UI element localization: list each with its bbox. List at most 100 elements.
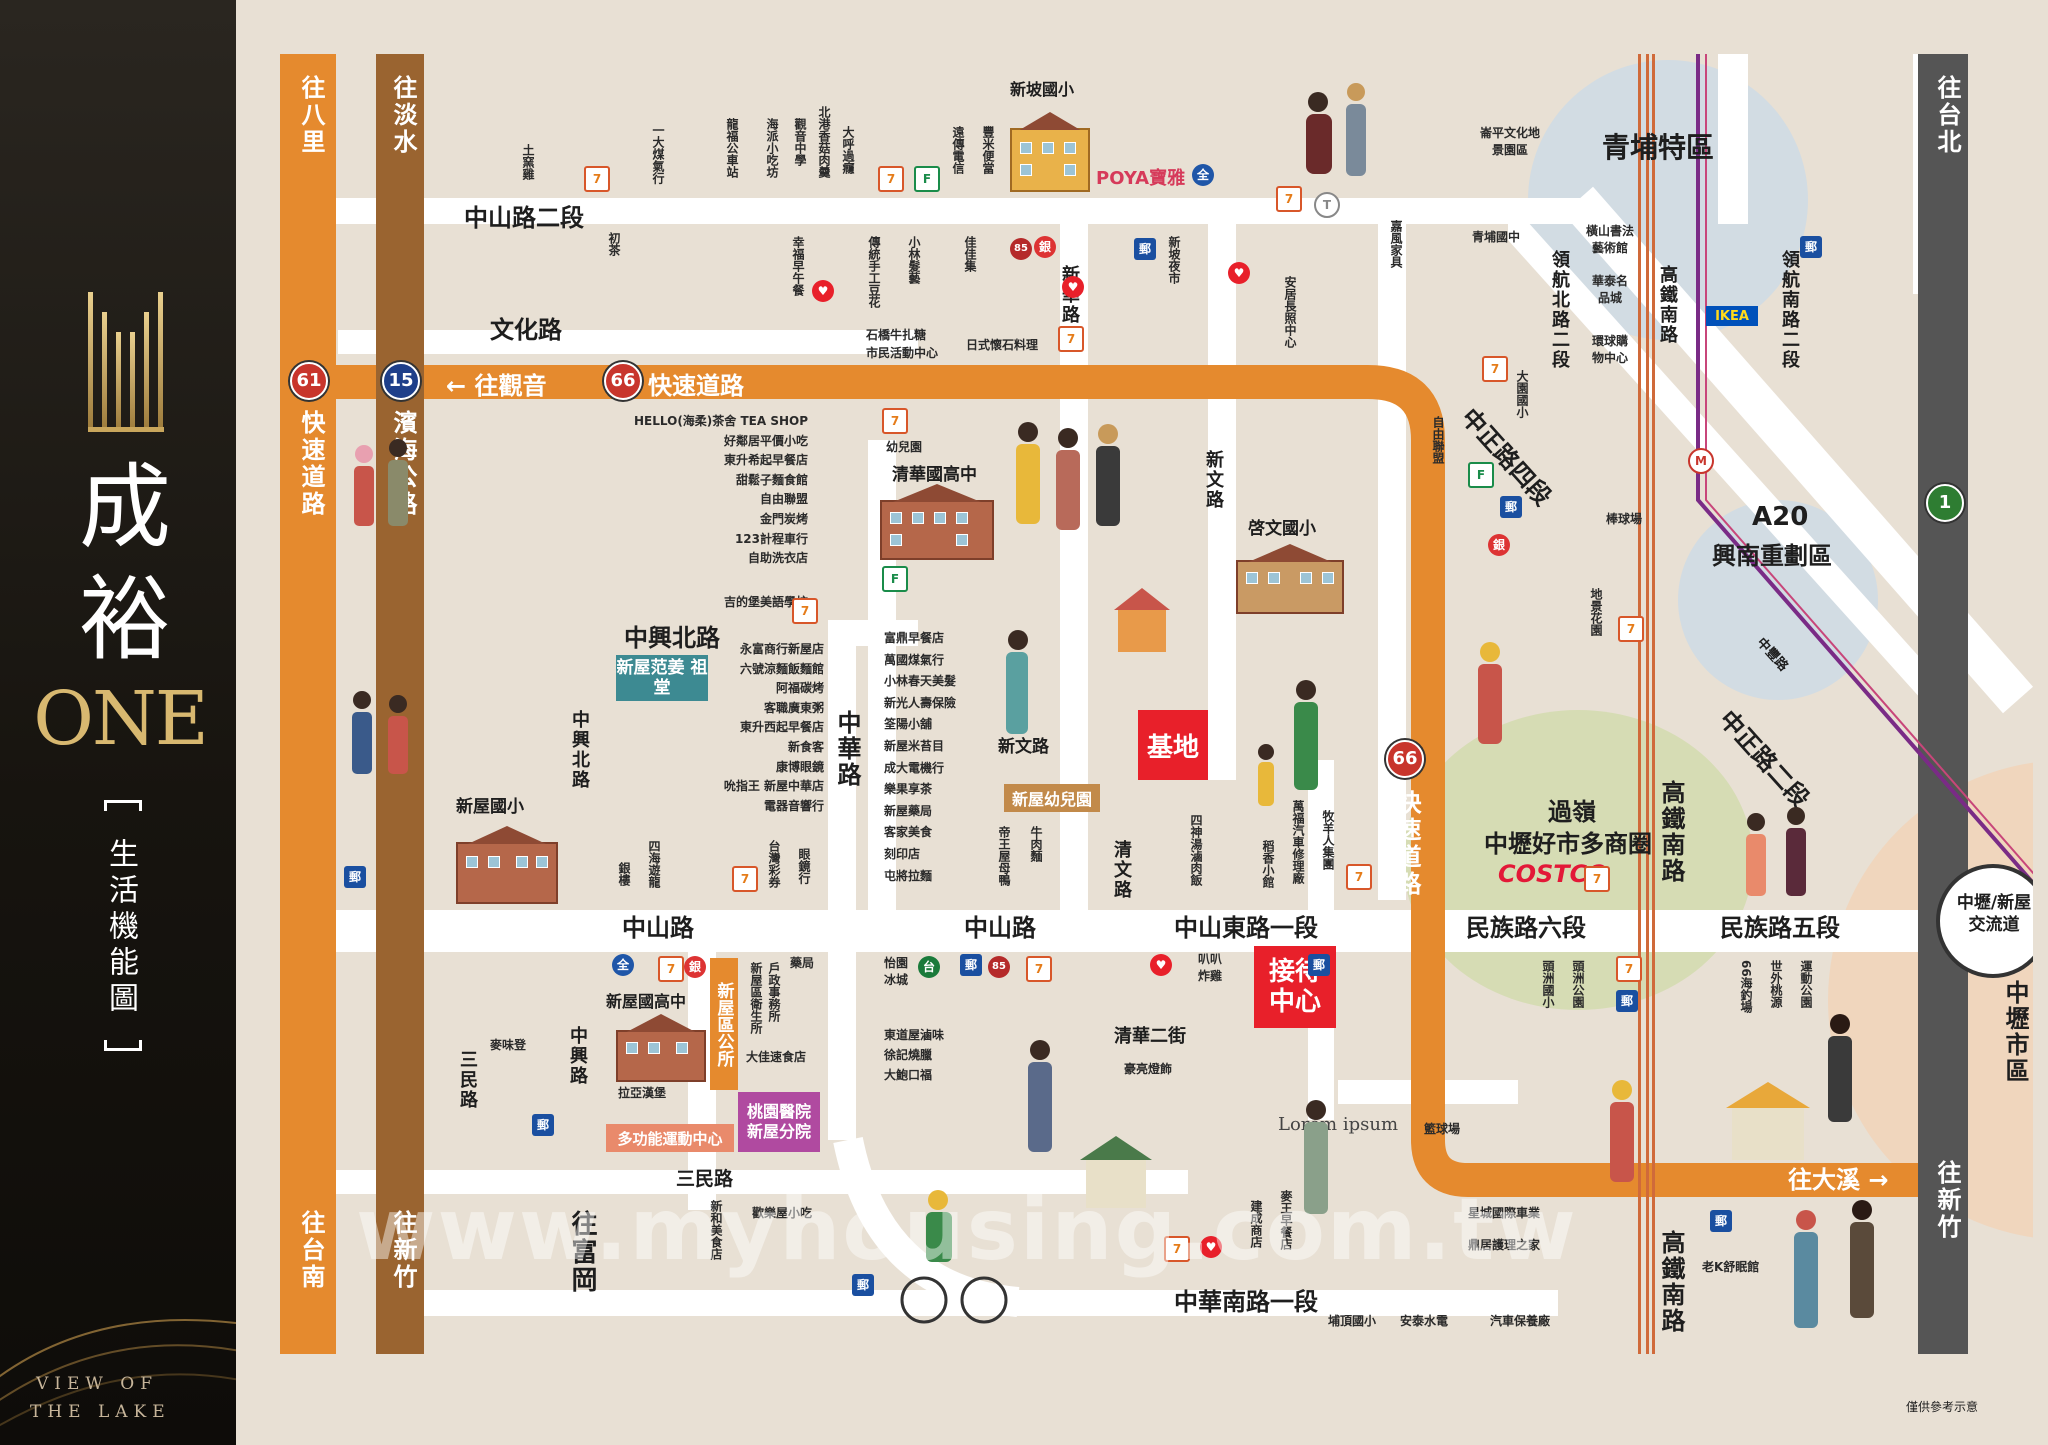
poi-bottom-h: 籃球場: [1424, 1122, 1461, 1136]
hilife-icon: ♥: [1150, 954, 1172, 976]
poi-item: 新屋米苔目: [884, 738, 945, 753]
poi-bottom-v: 新和美食店: [709, 1200, 723, 1260]
hilife-icon: ♥: [1062, 276, 1084, 298]
seven-eleven-icon: 7: [1616, 956, 1642, 982]
poi-list-right: 富鼎早餐店 萬國煤氣行 小林春天美髮 新光人壽保險 筌陽小舖 新屋米苔目 成大電…: [884, 628, 1034, 887]
chinese-post-icon: 銀: [1488, 534, 1510, 556]
poi-item: 新屋藥局: [884, 803, 933, 818]
family-mart-icon: F: [1468, 462, 1494, 488]
poi-item: 甜鬆子麵食館: [735, 472, 808, 487]
post-office-icon: 郵: [532, 1114, 554, 1136]
qinghua-hs-label: 清華國高中: [892, 465, 977, 485]
road-zhonghua: 中華路: [833, 710, 861, 788]
seven-eleven-icon: 7: [1164, 1236, 1190, 1262]
dir-taipei: 往台北: [1933, 75, 1961, 156]
poi-bottom-h: 埔頂國小: [1328, 1314, 1377, 1328]
dir-fugang: 往富岡: [567, 1210, 597, 1294]
poi-top-v: 傳統手工豆花: [867, 236, 881, 308]
poi-qingpu: 崙平文化地景園區: [1480, 126, 1541, 157]
poi-item: 萬國煤氣行: [884, 652, 945, 667]
poi-qingpu: 棒球場: [1606, 512, 1643, 526]
poi-bottom-h: 老K舒眠館: [1702, 1260, 1760, 1274]
poi-bottom-v: 麥王早餐店: [1279, 1190, 1293, 1250]
poi-bottom-v: 牧羊人集團: [1321, 810, 1335, 870]
road-zhongshan: 中山路: [622, 914, 694, 942]
road-lingfang-north-2: 領航北路二段: [1549, 250, 1570, 370]
family-mart-icon: F: [914, 166, 940, 192]
poi-top-h: 幼兒園: [886, 440, 923, 454]
seven-eleven-icon: 7: [882, 408, 908, 434]
road-zhongxing-north: 中興北路: [624, 624, 720, 652]
ikea-logo: IKEA: [1706, 306, 1758, 326]
poi-bottom-v: 牛肉麵: [1029, 826, 1043, 862]
poi-item: 康博眼鏡: [775, 759, 824, 774]
district-a20: A20: [1752, 502, 1809, 532]
xinwu-kindergarten: 新屋幼兒園: [1004, 784, 1100, 812]
poi-bottom-h: 鼎居護理之家: [1468, 1238, 1541, 1252]
poi-bottom-v: 建成商店: [1249, 1200, 1263, 1248]
brand-title: 成裕: [78, 454, 171, 673]
eight5-icon: 85: [988, 956, 1010, 978]
road-xinwen-h: 新文路: [998, 737, 1049, 757]
poi-bottom-v: 萬福汽車修理廠: [1291, 800, 1305, 884]
seven-eleven-icon: 7: [1618, 616, 1644, 642]
seven-eleven-icon: 7: [1584, 866, 1610, 892]
poi-bottom-v: 運動公園: [1799, 960, 1813, 1008]
post-office-icon: 郵: [1800, 236, 1822, 258]
poi-item: 屯將拉麵: [884, 868, 933, 883]
post-office-icon: 郵: [1710, 1210, 1732, 1232]
poi-bottom-v: 稻香小館: [1261, 840, 1275, 888]
poi-bottom-h: 藥局: [790, 956, 815, 970]
district-xingnan: 興南重劃區: [1712, 542, 1832, 570]
dir-xinzhu-right: 往新竹: [1933, 1160, 1961, 1241]
highway-66-icon: 66: [604, 362, 642, 400]
seven-eleven-icon: 7: [1058, 326, 1084, 352]
highway-15-icon: 15: [382, 362, 420, 400]
poi-qingpu: 大園國小: [1515, 370, 1529, 418]
district-office: 新屋區公所: [710, 958, 738, 1090]
poi-bottom-v: 頭洲公園: [1571, 960, 1585, 1008]
coastal-15-label: 濱海公路: [389, 410, 417, 518]
chinese-post-icon: 銀: [1034, 236, 1056, 258]
poi-bottom-v: 四海遊龍: [647, 840, 661, 888]
poi-qingpu: 環球購物中心: [1591, 334, 1628, 365]
poi-bottom-v: 66海釣場: [1739, 960, 1753, 1013]
poi-top-v: 觀音中學: [793, 118, 807, 166]
poi-bottom-h: 大佳速食店: [746, 1050, 807, 1064]
qinghua-hs-building: [880, 500, 994, 560]
poi-item: 筌陽小舖: [884, 717, 933, 732]
poi-bottom-h: 新屋區衛生所: [749, 962, 763, 1034]
fanjiang-shrine: 新屋范姜 祖堂: [616, 655, 708, 701]
poi-item: 成大電機行: [884, 760, 945, 775]
poi-qingpu: 青埔國中: [1472, 230, 1521, 244]
poi-top-v: 豐米便當: [981, 126, 995, 174]
poi-top-v: 小林髮藝: [907, 236, 921, 284]
tagline-line-1: VIEW OF: [36, 1374, 159, 1394]
dir-danshui: 往淡水: [389, 75, 417, 156]
poi-item: 新光人壽保險: [884, 695, 957, 710]
dir-xinzhu-left: 往新竹: [389, 1210, 417, 1291]
expressway-66-h-label: 快速道路: [648, 372, 744, 400]
metro-icon: M: [1688, 448, 1714, 474]
taiwan-bank-icon: 台: [918, 956, 940, 978]
site-marker: 基地: [1138, 710, 1208, 780]
district-zhongli: 中壢市區: [2001, 980, 2029, 1084]
dir-daxi: 往大溪 →: [1788, 1166, 1889, 1194]
poi-item: 刻印店: [884, 846, 921, 861]
hilife-icon: ♥: [812, 280, 834, 302]
poi-qingpu: 華泰名品城: [1591, 274, 1628, 305]
poi-item: 好鄰居平價小吃: [723, 433, 808, 448]
post-office-icon: 郵: [1616, 990, 1638, 1012]
poi-bottom-v: 台灣彩券: [767, 840, 781, 888]
seven-eleven-icon: 7: [1276, 186, 1302, 212]
xinwu-hs-building: [616, 1030, 706, 1082]
poi-top-v: 新坡夜市: [1167, 236, 1181, 284]
seven-eleven-icon: 7: [1482, 356, 1508, 382]
poi-top-v: 大呼過癮: [841, 126, 855, 174]
poi-item: 金門炭烤: [759, 511, 808, 526]
poi-bottom-h: 徐記燒臘: [884, 1048, 933, 1062]
seven-eleven-icon: 7: [878, 166, 904, 192]
poi-top-h: 市民活動中心: [866, 346, 939, 360]
poi-item: 客職廣東粥: [763, 700, 824, 715]
